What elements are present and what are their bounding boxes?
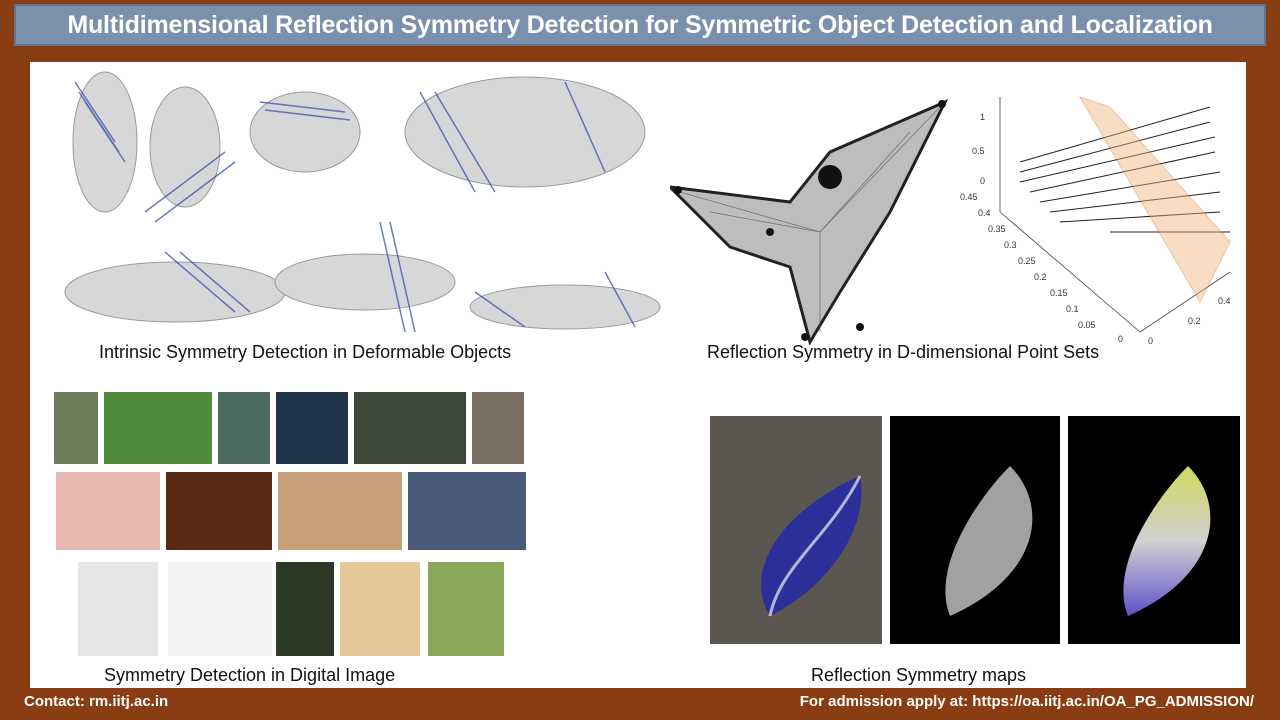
x-tick: 0.2 bbox=[1188, 316, 1201, 326]
image-thumbnail bbox=[218, 392, 270, 464]
x-tick: 0 bbox=[1148, 336, 1153, 346]
image-thumbnail bbox=[168, 562, 272, 656]
y-tick: 0.45 bbox=[960, 192, 978, 202]
z-tick: 0.5 bbox=[972, 146, 985, 156]
digital-image-collage bbox=[52, 392, 530, 660]
3d-reflection-plot: 1 0.5 0 0.45 0.4 0.35 0.3 0.25 0.2 0.15 … bbox=[960, 96, 1231, 346]
page-title: Multidimensional Reflection Symmetry Det… bbox=[67, 10, 1213, 39]
caption-maps: Reflection Symmetry maps bbox=[811, 665, 1027, 685]
y-tick: 0.25 bbox=[1018, 256, 1036, 266]
symmetry-map-colored bbox=[1068, 416, 1240, 644]
image-thumbnail bbox=[56, 472, 160, 550]
y-tick: 0.35 bbox=[988, 224, 1006, 234]
caption-deformable: Intrinsic Symmetry Detection in Deformab… bbox=[99, 342, 512, 362]
symmetry-maps bbox=[710, 416, 1242, 646]
image-thumbnail bbox=[354, 392, 466, 464]
y-tick: 0 bbox=[1118, 334, 1123, 344]
title-bar: Multidimensional Reflection Symmetry Det… bbox=[14, 4, 1266, 46]
footer-admission: For admission apply at: https://oa.iitj.… bbox=[799, 693, 1254, 710]
footer-contact: Contact: rm.iitj.ac.in bbox=[24, 693, 169, 710]
image-thumbnail bbox=[276, 392, 348, 464]
image-thumbnail bbox=[104, 392, 212, 464]
content-panel: 1 0.5 0 0.45 0.4 0.35 0.3 0.25 0.2 0.15 … bbox=[30, 62, 1246, 688]
caption-pointsets: Reflection Symmetry in D-dimensional Poi… bbox=[707, 342, 1100, 362]
y-tick: 0.3 bbox=[1004, 240, 1017, 250]
symmetry-map-grayscale bbox=[890, 416, 1060, 644]
y-tick: 0.05 bbox=[1078, 320, 1096, 330]
image-thumbnail bbox=[78, 562, 158, 656]
image-thumbnail bbox=[166, 472, 272, 550]
y-tick: 0.2 bbox=[1034, 272, 1047, 282]
image-thumbnail bbox=[428, 562, 504, 656]
caption-digital: Symmetry Detection in Digital Image bbox=[104, 665, 396, 685]
image-thumbnail bbox=[54, 392, 98, 464]
bird-point-set-figure bbox=[670, 98, 949, 346]
butterfly-photo bbox=[710, 416, 882, 644]
image-thumbnail bbox=[278, 472, 402, 550]
image-thumbnail bbox=[472, 392, 524, 464]
image-thumbnail bbox=[408, 472, 526, 550]
z-tick: 1 bbox=[980, 112, 985, 122]
z-tick: 0 bbox=[980, 176, 985, 186]
image-thumbnail bbox=[276, 562, 334, 656]
image-thumbnail bbox=[340, 562, 420, 656]
x-tick: 0.4 bbox=[1218, 296, 1231, 306]
y-tick: 0.1 bbox=[1066, 304, 1079, 314]
y-tick: 0.4 bbox=[978, 208, 991, 218]
deformable-objects-figure bbox=[64, 71, 661, 333]
y-tick: 0.15 bbox=[1050, 288, 1068, 298]
